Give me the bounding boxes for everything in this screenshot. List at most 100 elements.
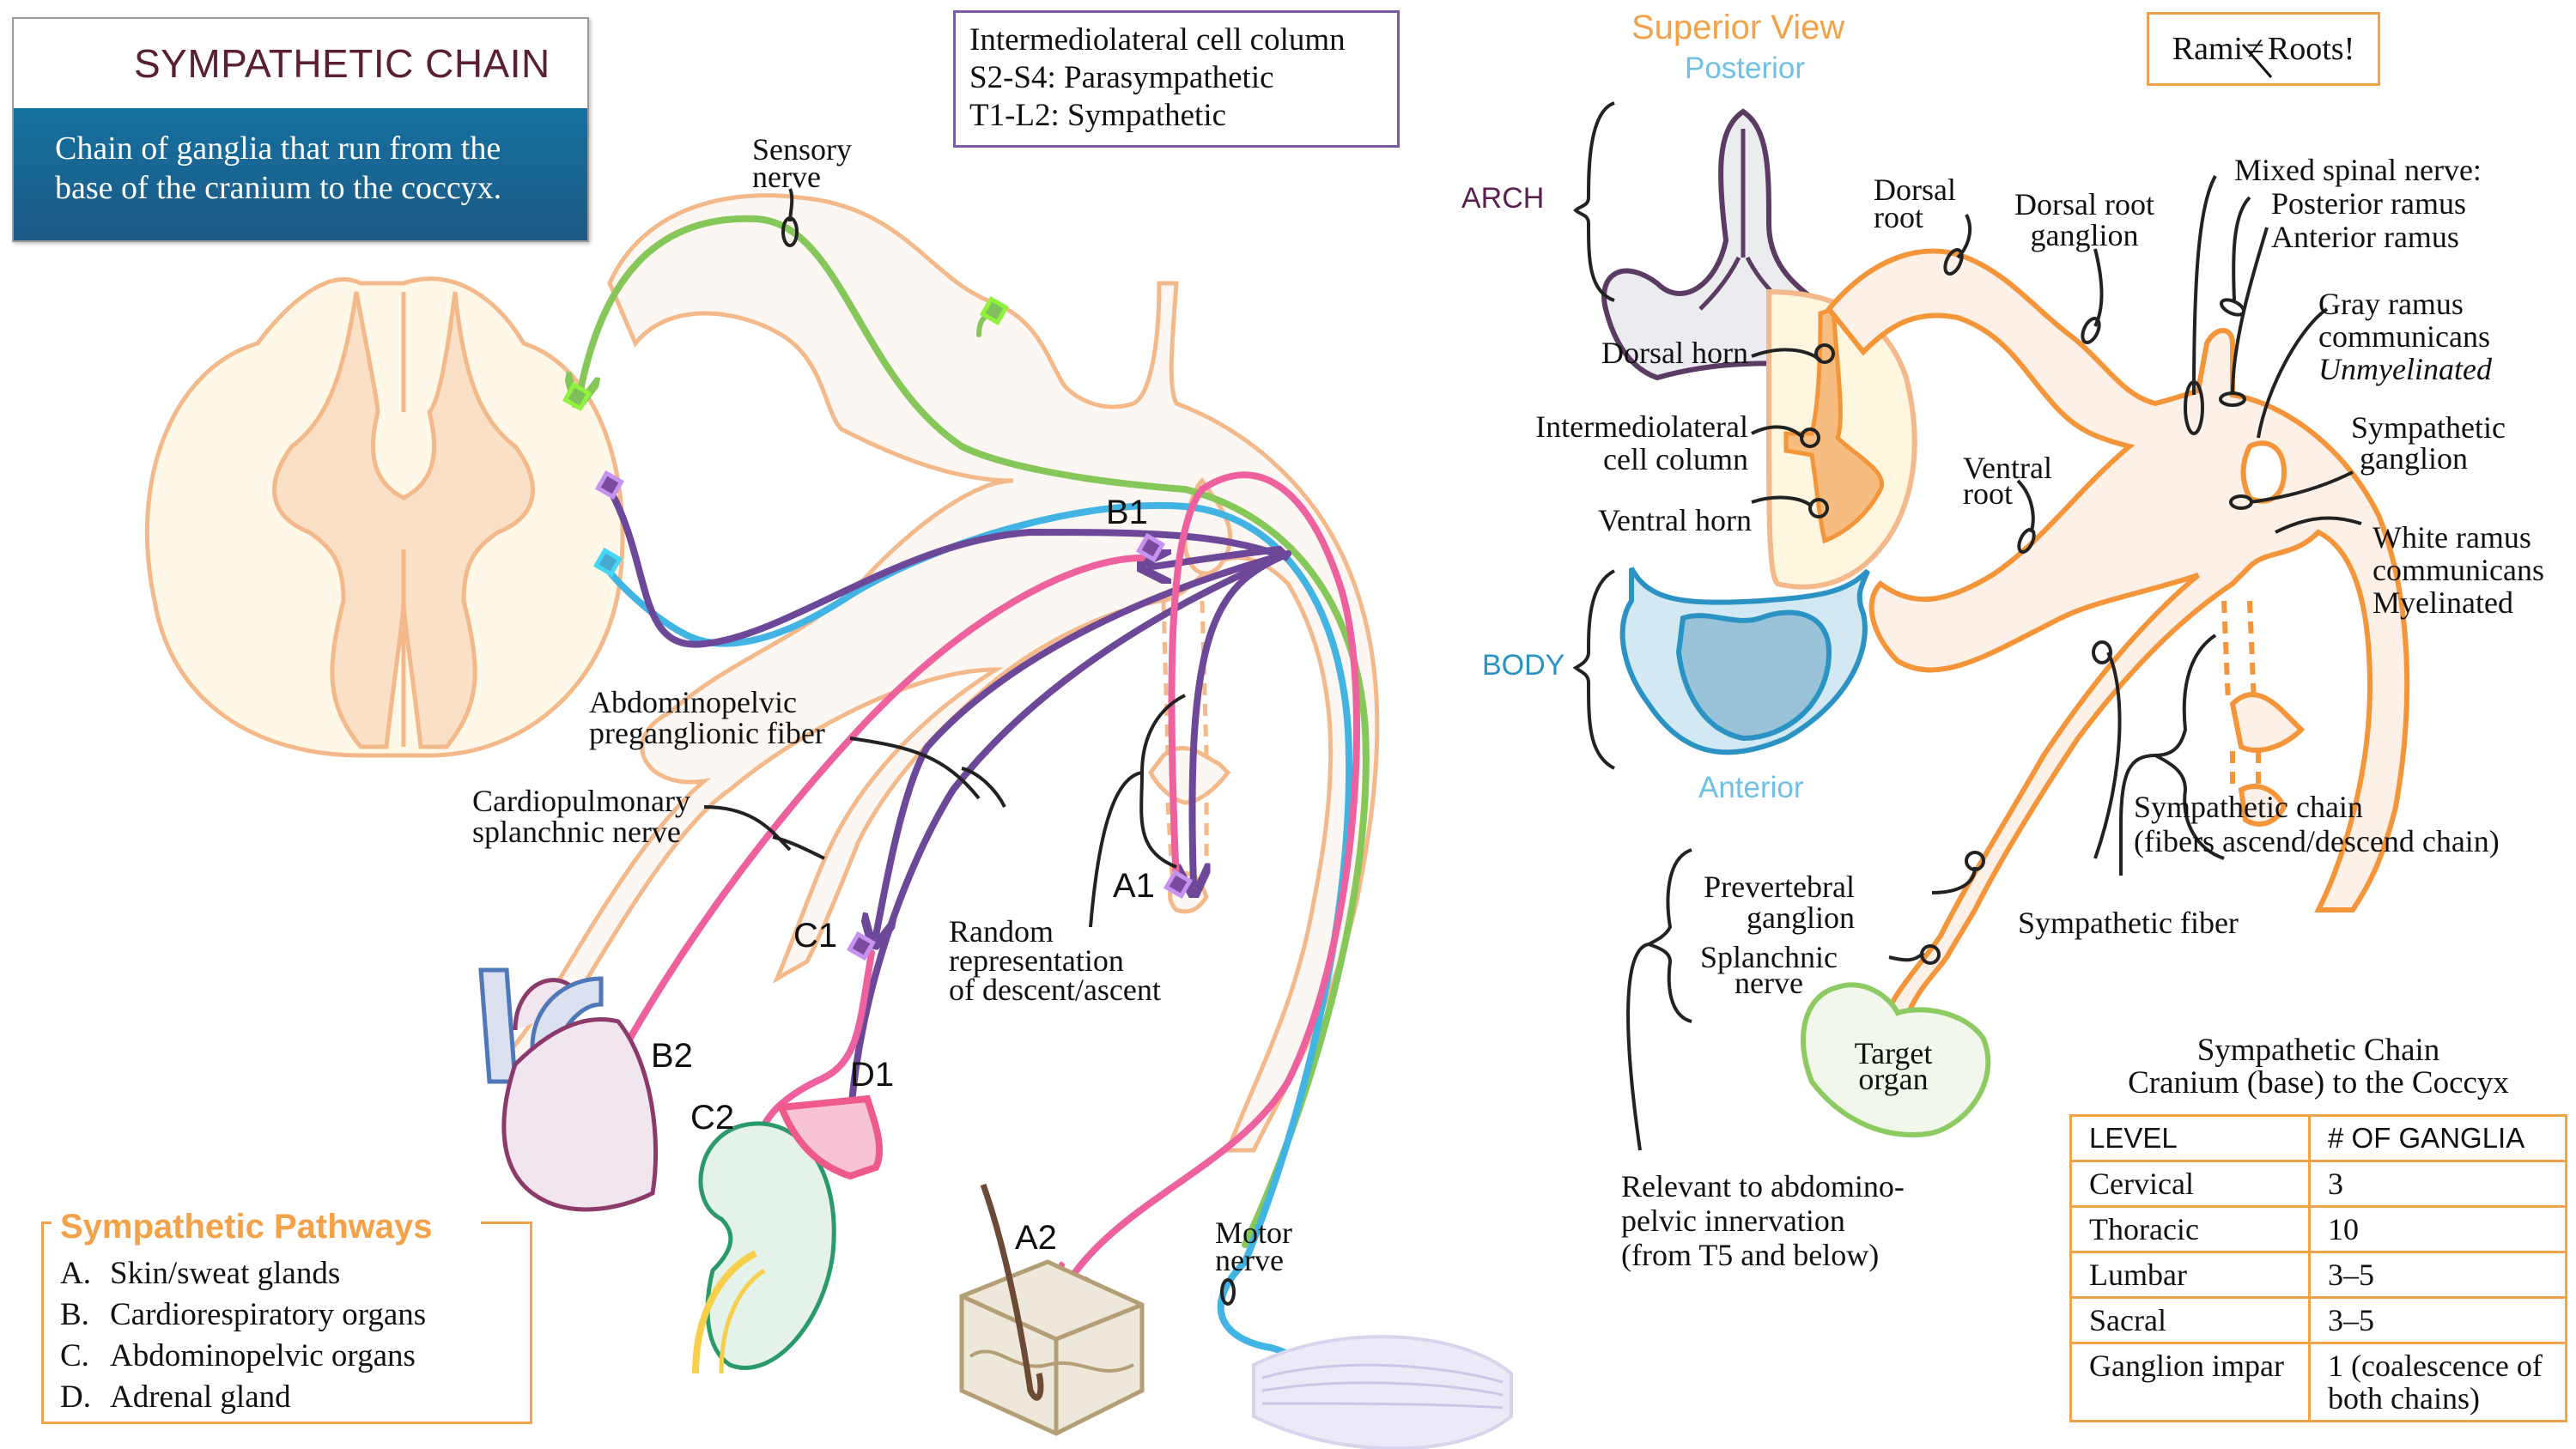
table-row: Ganglion impar 1 (coalescence of both ch…	[2069, 1342, 2567, 1422]
caption-line: Sympathetic Chain	[2196, 1033, 2440, 1068]
pathway-label: Skin/sweat glands	[110, 1256, 341, 1291]
label-line: (from T5 and below)	[1621, 1238, 1880, 1272]
label-line: Dorsal root	[2014, 187, 2154, 221]
pathway-item: B.Cardiorespiratory organs	[60, 1294, 426, 1336]
pathway-key: C.	[60, 1338, 89, 1373]
ganglia-table: LEVEL # OF GANGLIA Cervical 3 Thoracic 1…	[2069, 1114, 2567, 1422]
label-line: Target	[1854, 1036, 1933, 1070]
pathway-item: D.Adrenal gland	[60, 1377, 426, 1418]
spinal-nerve-right	[1826, 248, 2410, 1034]
label-ventral-root: Ventral root	[1963, 452, 2052, 509]
label-line: Sympathetic chain	[2134, 790, 2363, 824]
title-card: SYMPATHETIC CHAIN Chain of ganglia that …	[12, 17, 589, 242]
label-dorsal-horn: Dorsal horn	[1601, 336, 1748, 370]
cell-count: 10	[2308, 1205, 2567, 1253]
preganglionic-fiber	[606, 486, 1291, 648]
label-sensory-nerve: Sensory nerve	[752, 132, 852, 192]
label-line: nerve	[1735, 966, 1803, 1000]
legend-border	[481, 1222, 532, 1224]
spinal-cord-half	[1766, 288, 1917, 590]
label-mixed-spinal-nerve: Mixed spinal nerve:	[2234, 153, 2482, 187]
rami-text: Rami	[2172, 31, 2244, 67]
label-line: ganglion	[2360, 441, 2468, 476]
pathway-key: D.	[60, 1379, 91, 1415]
label-line: ganglion	[1747, 900, 1855, 935]
label-line: nerve	[1215, 1243, 1284, 1277]
ilc-info-box: Intermediolateral cell column S2-S4: Par…	[953, 10, 1400, 148]
label-motor-nerve: Motor nerve	[1215, 1216, 1292, 1277]
page-title: SYMPATHETIC CHAIN	[134, 41, 550, 86]
label-line: Gray ramus	[2318, 287, 2464, 321]
not-equal-strike	[2241, 44, 2273, 78]
label-line: Dorsal	[1874, 173, 1956, 207]
label-splanchnic-nerve: Splanchnic nerve	[1683, 942, 1855, 1000]
label-line: pelvic innervation	[1621, 1203, 1845, 1238]
pathways-list: A. Skin/sweat glands B.Cardiorespiratory …	[60, 1253, 426, 1418]
caduceus-logo-space	[24, 27, 96, 100]
cell-level: Sacral	[2069, 1296, 2311, 1344]
label-line: Sensory	[752, 132, 852, 167]
vertebral-body	[1619, 567, 1870, 755]
label-target-organ: Target organ	[1838, 1036, 1949, 1096]
roots-text: Roots!	[2267, 31, 2355, 67]
pathways-title: Sympathetic Pathways	[53, 1208, 440, 1246]
label-line: Prevertebral	[1704, 870, 1855, 904]
table-row: Cervical 3	[2069, 1160, 2567, 1208]
label-line: Myelinated	[2372, 585, 2513, 620]
spinal-cord-cross-section	[144, 276, 625, 758]
arch-label: ARCH	[1461, 182, 1545, 215]
label-line: ganglion	[2030, 218, 2139, 252]
label-cardiopulmonary-nerve: Cardiopulmonary splanchnic nerve	[472, 785, 690, 847]
code-b2: B2	[651, 1037, 693, 1075]
code-c1: C1	[793, 917, 838, 955]
description-line: Chain of ganglia that run from the	[55, 130, 501, 167]
description-line: base of the cranium to the coccyx.	[55, 170, 502, 206]
code-a1: A1	[1113, 867, 1155, 905]
label-sympathetic-chain: Sympathetic chain (fibers ascend/descend…	[2134, 790, 2500, 858]
label-dorsal-root-ganglion: Dorsal root ganglion	[2014, 189, 2154, 251]
label-line: White ramus	[2372, 520, 2531, 555]
not-equal-symbol: ≠	[2246, 31, 2264, 67]
label-line: cell column	[1603, 442, 1748, 476]
title-description: Chain of ganglia that run from the base …	[14, 108, 587, 240]
cell-count: 1 (coalescence of both chains)	[2308, 1342, 2567, 1422]
label-line: splanchnic nerve	[472, 815, 681, 849]
code-b1: B1	[1106, 494, 1148, 531]
pathway-label: Abdominopelvic organs	[110, 1338, 416, 1373]
synapses	[562, 295, 1194, 961]
table-row: Lumbar 3–5	[2069, 1251, 2567, 1299]
label-line: Abdominopelvic	[589, 685, 797, 719]
code-a2: A2	[1015, 1219, 1057, 1257]
sensory-fiber	[580, 215, 1370, 1248]
code-c2: C2	[690, 1099, 735, 1137]
label-line: Motor	[1215, 1216, 1292, 1250]
label-relevant-note: Relevant to abdomino- pelvic innervation…	[1621, 1169, 1905, 1272]
rami-roots-note: Rami ≠ Roots!	[2147, 12, 2380, 86]
ilc-line: T1-L2: Sympathetic	[969, 98, 1227, 133]
label-line: representation	[949, 943, 1124, 978]
label-line: organ	[1858, 1062, 1929, 1096]
cell-count: 3–5	[2308, 1296, 2567, 1344]
pathway-key: A.	[60, 1256, 91, 1291]
title-header: SYMPATHETIC CHAIN	[14, 19, 587, 108]
cell-count: 3–5	[2308, 1251, 2567, 1299]
superior-view-title: Superior View	[1631, 9, 1845, 46]
label-line-italic: Unmyelinated	[2318, 352, 2492, 386]
postganglionic-fiber-b	[601, 555, 1145, 1090]
label-abdominopelvic-fiber: Abdominopelvic preganglionic fiber	[589, 687, 825, 749]
label-sympathetic-fiber: Sympathetic fiber	[2018, 906, 2239, 940]
label-line: of descent/ascent	[949, 973, 1161, 1007]
skin-block-illustration	[959, 1183, 1145, 1436]
label-line: communicans	[2372, 553, 2544, 587]
body-label: BODY	[1482, 649, 1565, 682]
label-line: (fibers ascend/descend chain)	[2134, 824, 2500, 858]
label-anterior-ramus: Anterior ramus	[2271, 220, 2459, 254]
cell-level: Thoracic	[2069, 1205, 2311, 1253]
pathway-item: C. Abdominopelvic organs	[60, 1336, 426, 1377]
kidney-illustration	[692, 1121, 836, 1374]
code-d1: D1	[850, 1056, 895, 1094]
leader-lines-right	[1572, 101, 2362, 1151]
column-header: LEVEL	[2069, 1114, 2311, 1162]
legend-border	[41, 1222, 52, 1224]
cell-level: Ganglion impar	[2069, 1342, 2311, 1422]
